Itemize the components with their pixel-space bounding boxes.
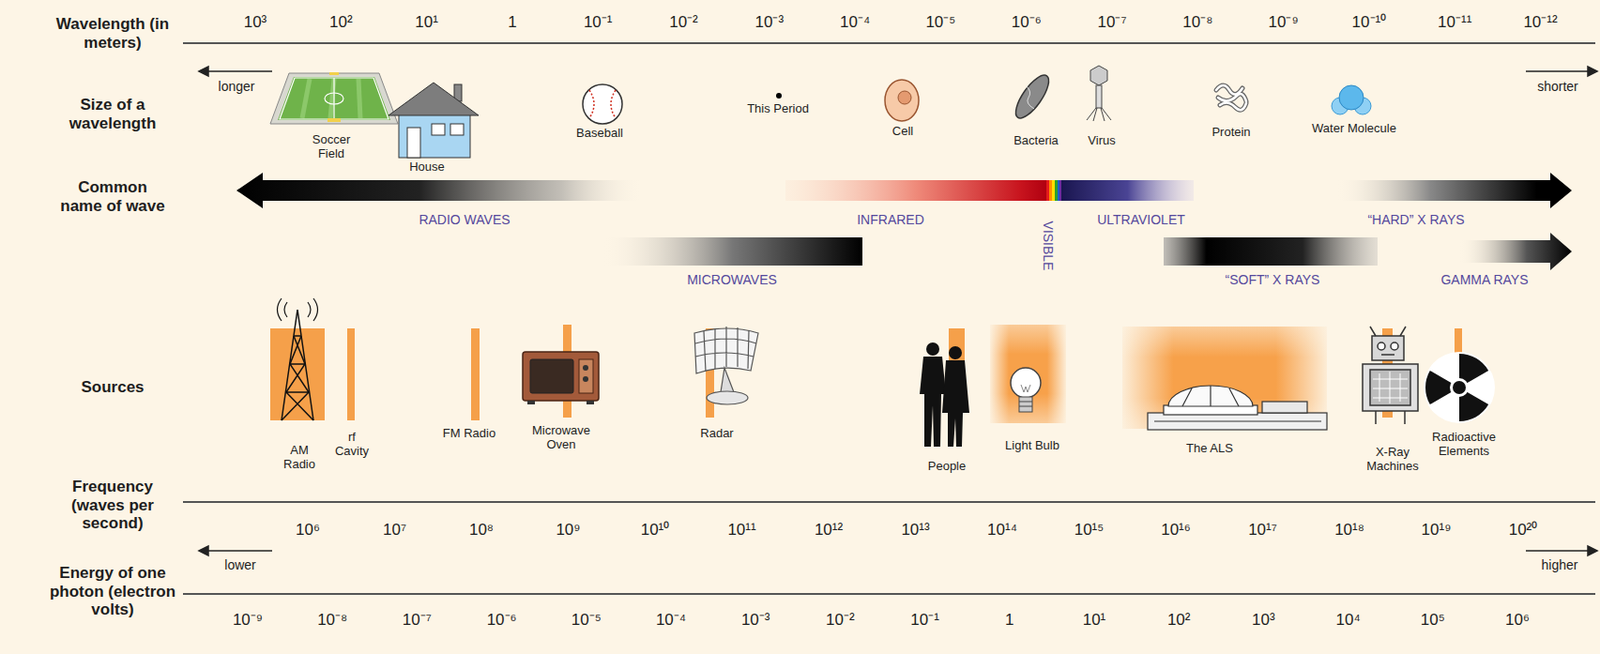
direction-label: longer [218, 78, 256, 94]
source-label: People [928, 459, 966, 474]
wavelength-tick: 10⁻¹ [583, 13, 613, 32]
wave-name: MICROWAVES [686, 272, 778, 288]
frequency-tick: 10¹⁸ [1334, 520, 1365, 540]
wavelength-tick: 10⁻⁵ [925, 13, 956, 32]
row-heading: Sources [80, 378, 144, 397]
energy-tick: 10⁻⁷ [402, 610, 432, 630]
size-label: House [409, 160, 445, 175]
wave-name: VISIBLE [1040, 221, 1056, 272]
wavelength-tick: 10⁻⁸ [1182, 13, 1213, 32]
row-heading: Size of a wavelength [56, 95, 169, 133]
energy-tick: 10⁻⁵ [571, 610, 602, 630]
frequency-tick: 10⁷ [382, 520, 407, 540]
wavelength-tick: 10⁻⁷ [1097, 13, 1127, 32]
wave-name: “HARD” X RAYS [1367, 212, 1464, 228]
energy-tick: 10⁻² [825, 610, 855, 630]
wavelength-tick: 10² [329, 13, 353, 32]
direction-label: shorter [1537, 78, 1579, 94]
energy-tick: 10⁴ [1335, 610, 1360, 630]
size-label: Bacteria [1013, 134, 1059, 149]
energy-tick: 10⁶ [1505, 610, 1530, 630]
size-label: Soccer Field [303, 133, 360, 162]
frequency-tick: 10¹⁵ [1074, 520, 1105, 540]
wavelength-tick: 1 [507, 13, 517, 32]
source-label: FM Radio [442, 426, 496, 442]
wavelength-tick: 10⁻⁴ [839, 13, 870, 32]
frequency-tick: 10¹⁴ [987, 520, 1018, 540]
wavelength-tick: 10⁻¹⁰ [1352, 13, 1387, 32]
energy-tick: 1 [1005, 610, 1014, 630]
frequency-tick: 10¹¹ [727, 520, 756, 540]
direction-label: lower [224, 557, 256, 573]
frequency-tick: 10¹⁶ [1160, 520, 1191, 540]
wavelength-tick: 10⁻⁹ [1267, 13, 1298, 32]
energy-tick: 10⁵ [1420, 610, 1446, 630]
source-label: AM Radio [276, 443, 322, 473]
energy-tick: 10⁻¹ [910, 610, 940, 630]
size-label: Protein [1211, 125, 1250, 140]
row-heading: Energy of one photon (electron volts) [46, 563, 179, 620]
wavelength-tick: 10⁻⁶ [1011, 13, 1042, 32]
energy-tick: 10⁻⁹ [232, 610, 263, 630]
energy-tick: 10² [1167, 610, 1191, 630]
wavelength-tick: 10⁻¹¹ [1437, 13, 1472, 32]
frequency-tick: 10⁹ [555, 520, 580, 540]
frequency-tick: 10¹⁹ [1421, 520, 1452, 540]
energy-tick: 10³ [1251, 610, 1276, 630]
frequency-tick: 10¹³ [900, 520, 930, 540]
wavelength-tick: 10⁻² [669, 13, 699, 32]
wavelength-tick: 10⁻³ [755, 13, 785, 32]
frequency-tick: 10¹⁰ [640, 520, 671, 540]
energy-tick: 10⁻³ [741, 610, 771, 630]
frequency-tick: 10²⁰ [1508, 520, 1539, 540]
size-label: This Period [746, 102, 809, 117]
direction-label: higher [1541, 557, 1579, 573]
source-label: Radar [700, 426, 733, 442]
wave-name: INFRARED [856, 212, 925, 228]
wave-name: RADIO WAVES [418, 212, 510, 228]
size-label: Cell [892, 124, 914, 139]
row-heading: Wavelength (in meters) [51, 15, 174, 52]
source-label: Light Bulb [1005, 439, 1060, 454]
frequency-tick: 10¹² [814, 520, 843, 540]
wave-name: ULTRAVIOLET [1097, 212, 1186, 228]
energy-tick: 10¹ [1082, 610, 1107, 630]
frequency-tick: 10⁸ [469, 520, 494, 540]
size-label: Virus [1087, 134, 1115, 149]
source-label: The ALS [1186, 441, 1234, 457]
wavelength-tick: 10¹ [414, 13, 439, 32]
size-label: Baseball [576, 126, 624, 141]
source-label: Microwave Oven [523, 424, 599, 453]
energy-tick: 10⁻⁴ [655, 610, 686, 630]
source-label: rf Cavity [331, 430, 373, 459]
energy-tick: 10⁻⁸ [317, 610, 348, 630]
frequency-tick: 10⁶ [295, 520, 320, 540]
size-label: Water Molecule [1311, 121, 1397, 137]
wavelength-tick: 10³ [243, 13, 268, 32]
wave-name: GAMMA RAYS [1440, 272, 1528, 288]
row-heading: Common name of wave [56, 178, 169, 215]
frequency-tick: 10¹⁷ [1248, 520, 1278, 540]
wave-name: “SOFT” X RAYS [1225, 272, 1321, 288]
row-heading: Frequency (waves per second) [59, 477, 168, 534]
wavelength-tick: 10⁻¹² [1523, 13, 1557, 32]
source-label: Radioactive Elements [1423, 430, 1505, 459]
energy-tick: 10⁻⁶ [487, 610, 518, 630]
source-label: X-Ray Machines [1363, 445, 1422, 474]
